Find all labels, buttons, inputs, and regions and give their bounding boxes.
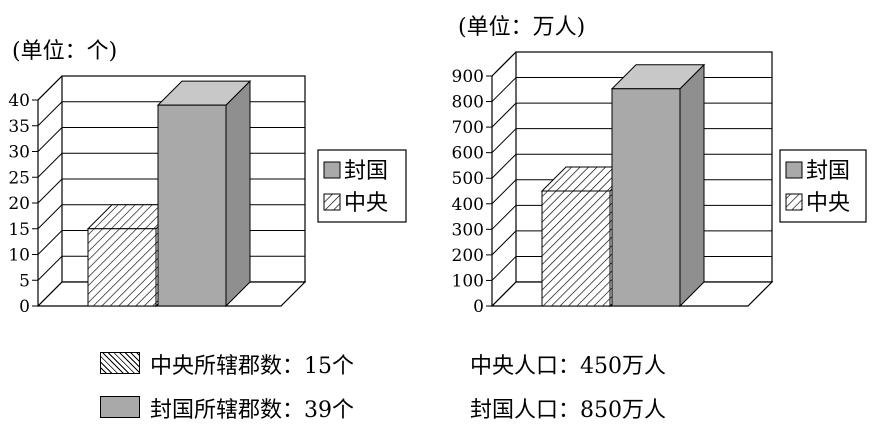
y-tick-label: 30	[8, 143, 30, 163]
y-tick-label: 0	[19, 297, 30, 317]
side-wall-line	[37, 230, 63, 255]
y-tick-label: 10	[8, 246, 30, 266]
y-axis-top	[37, 75, 63, 101]
side-wall-line	[37, 127, 63, 152]
y-tick-label: 200	[452, 246, 484, 266]
caption-fief-commanderies: 封国所辖郡数：39个	[150, 398, 354, 423]
side-wall-line	[37, 178, 63, 204]
legend-label: 中央	[344, 191, 388, 216]
side-wall-line	[37, 204, 63, 230]
legend-label: 封国	[344, 159, 388, 184]
caption-central-population: 中央人口：450万人	[470, 354, 666, 379]
y-tick-label: 800	[452, 93, 484, 113]
y-tick-label: 40	[8, 91, 30, 111]
y-tick-label: 700	[452, 118, 484, 138]
y-tick-label: 300	[452, 220, 484, 240]
legend-swatch	[323, 193, 341, 211]
bar-fief	[157, 104, 227, 307]
side-wall-line	[491, 128, 517, 154]
legend-label: 中央	[806, 191, 850, 216]
caption-gray-swatch	[100, 396, 140, 418]
bar-fief-side	[225, 79, 251, 308]
y-tick-label: 400	[452, 195, 484, 215]
bar-fief-side	[679, 63, 705, 308]
bar-central	[87, 228, 157, 307]
y-tick-label: 900	[452, 67, 484, 87]
y-tick-label: 15	[8, 220, 30, 240]
bar-central	[541, 190, 611, 307]
side-wall-line	[491, 153, 517, 179]
caption-central-commanderies: 中央所辖郡数：15个	[150, 354, 354, 379]
legend-label: 封国	[806, 159, 850, 184]
unit-label: (单位：万人)	[458, 15, 585, 40]
side-wall-line	[37, 152, 63, 178]
y-axis-top	[491, 51, 517, 77]
side-wall-line	[37, 255, 63, 281]
legend-swatch	[785, 161, 803, 179]
y-tick-label: 5	[19, 271, 30, 291]
unit-label: (单位：个)	[12, 39, 117, 64]
legend-swatch	[323, 161, 341, 179]
y-tick-label: 20	[8, 194, 30, 214]
side-wall-line	[491, 256, 517, 281]
caption-fief-population: 封国人口：850万人	[470, 398, 666, 423]
side-wall-line	[491, 281, 517, 307]
caption-hatch-swatch	[100, 352, 140, 374]
y-tick-label: 100	[452, 271, 484, 291]
legend-swatch	[785, 193, 803, 211]
side-wall-line	[491, 102, 517, 128]
side-wall-line	[37, 101, 63, 127]
side-wall-line	[37, 281, 63, 307]
y-tick-label: 35	[8, 117, 30, 137]
y-tick-label: 600	[452, 144, 484, 164]
side-wall-line	[491, 204, 517, 230]
y-tick-label: 500	[452, 169, 484, 189]
y-tick-label: 0	[473, 297, 484, 317]
side-wall-line	[491, 77, 517, 102]
side-wall-line	[491, 179, 517, 205]
y-tick-label: 25	[8, 168, 30, 188]
bar-fief	[611, 88, 681, 307]
side-wall-line	[491, 230, 517, 256]
